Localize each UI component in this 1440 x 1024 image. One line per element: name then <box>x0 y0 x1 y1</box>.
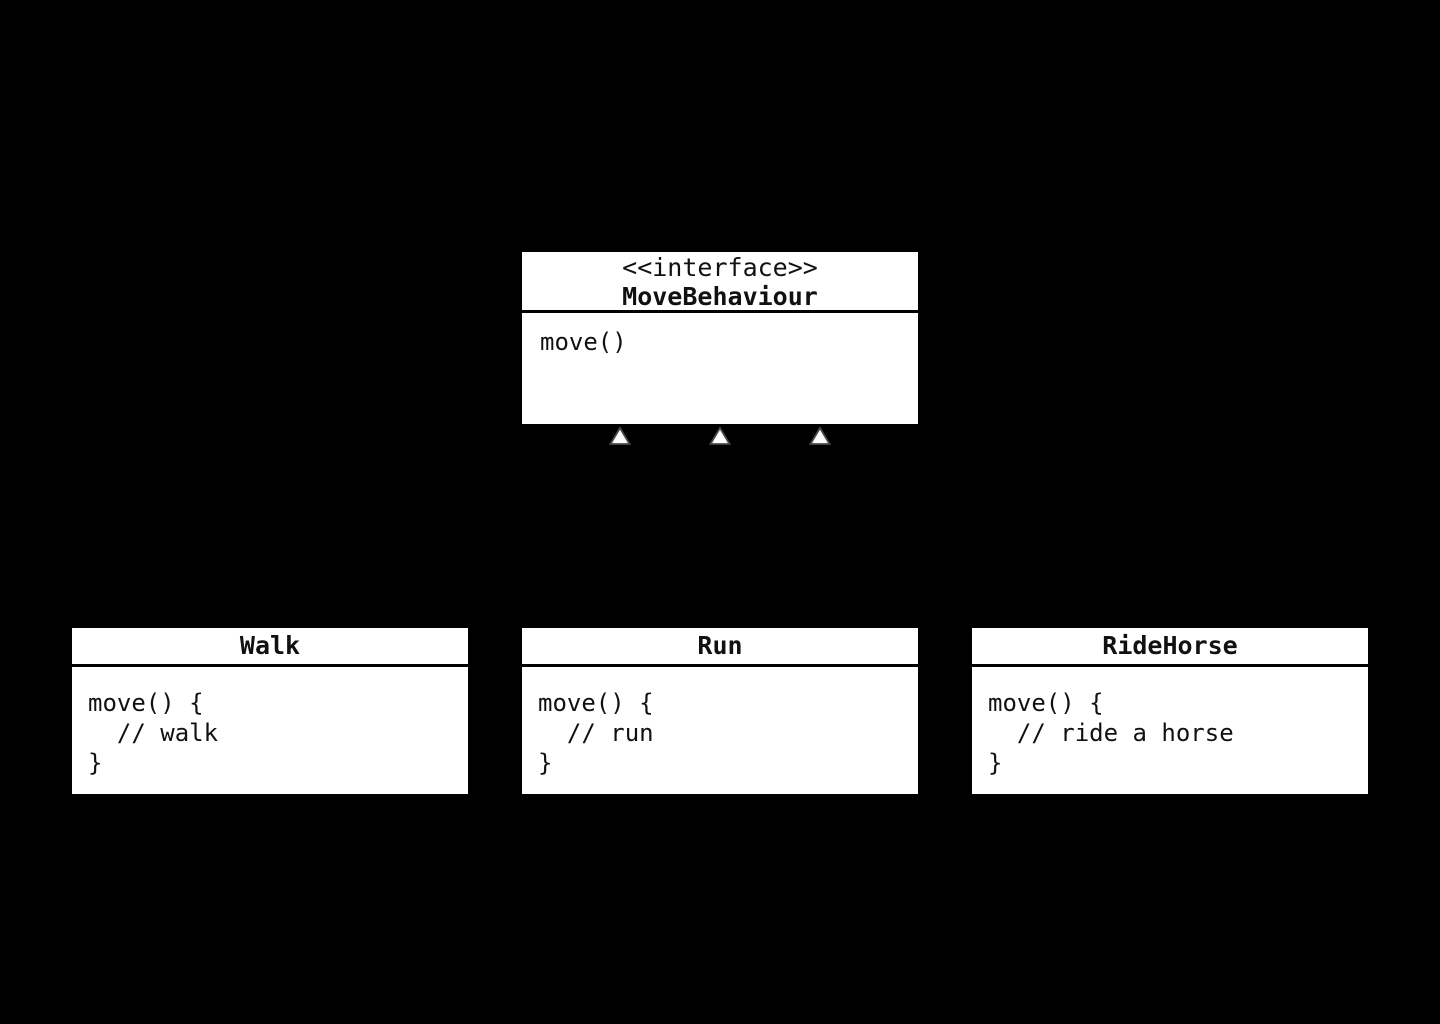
compartment-divider <box>72 664 468 667</box>
realization-arrow-icon <box>609 426 631 445</box>
interface-header: <<interface>> MoveBehaviour <box>522 252 918 311</box>
realization-arrow-icon <box>809 426 831 445</box>
interface-stereotype: <<interface>> <box>622 253 818 282</box>
class-name-run: Run <box>697 631 743 660</box>
class-box-run: Run move() { // run } <box>522 628 918 794</box>
class-name-ridehorse: RideHorse <box>1102 631 1238 660</box>
interface-operations: move() <box>540 328 627 356</box>
compartment-divider <box>522 310 918 313</box>
compartment-divider <box>522 664 918 667</box>
class-box-walk: Walk move() { // walk } <box>72 628 468 794</box>
compartment-divider <box>972 664 1368 667</box>
realization-arrow-icon <box>709 426 731 445</box>
class-body-ridehorse: move() { // ride a horse } <box>988 689 1234 777</box>
class-box-ridehorse: RideHorse move() { // ride a horse } <box>972 628 1368 794</box>
class-body-walk: move() { // walk } <box>88 689 219 777</box>
interface-box-movebehaviour: <<interface>> MoveBehaviour move() <box>522 252 918 424</box>
interface-name: MoveBehaviour <box>622 282 818 311</box>
class-body-run: move() { // run } <box>538 689 654 777</box>
class-name-walk: Walk <box>239 631 301 660</box>
